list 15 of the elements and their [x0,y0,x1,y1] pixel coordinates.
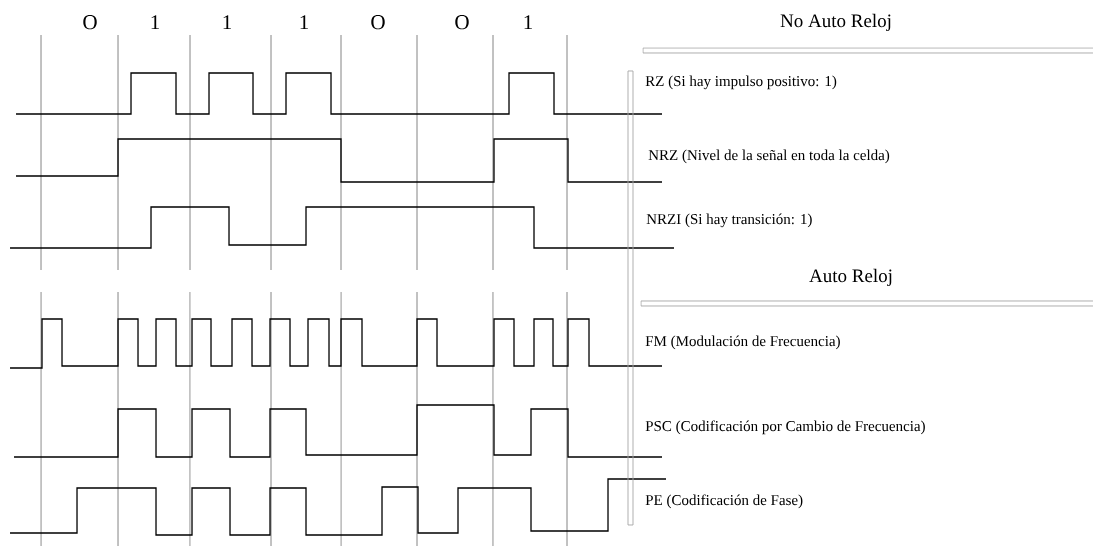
signal-label: PE (Codificación de Fase) [645,494,803,509]
signal-label: NRZ (Nivel de la señal en toda la celda) [648,149,890,164]
bit-label: 1 [223,15,231,29]
signal-label: RZ (Si hay impulso positivo: 1) [645,75,837,90]
bit-label: 1 [524,15,532,29]
signal-label: PSC (Codificación por Cambio de Frecuencia) [645,420,925,435]
signal-label: FM (Modulación de Frecuencia) [645,335,840,350]
bit-label: O [371,15,385,30]
section-heading: No Auto Reloj [780,13,891,32]
bit-label: O [455,15,469,30]
section-heading: Auto Reloj [809,268,892,287]
signal-label: NRZI (Si hay transición: 1) [646,213,812,228]
bit-label: O [83,15,97,30]
bit-label: 1 [151,15,159,29]
bit-label: 1 [300,15,308,29]
